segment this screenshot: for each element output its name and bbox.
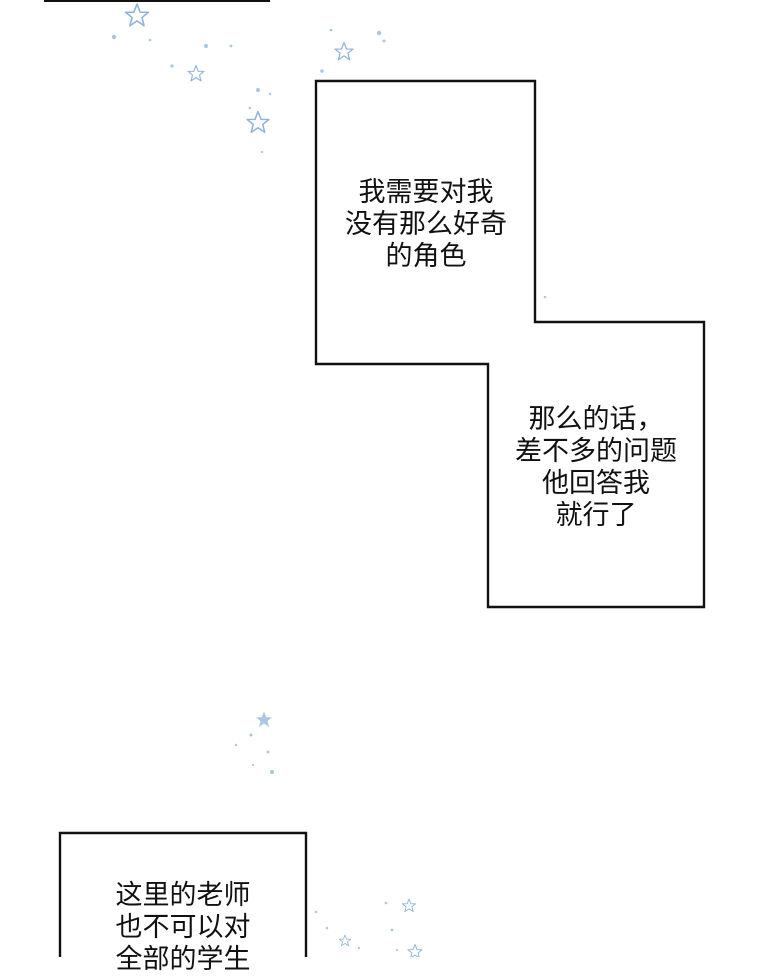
speech-bubble-first: 我需要对我 没有那么好奇 的角色: [345, 177, 507, 272]
speech-bubble-third: 这里的老师 也不可以对 全部的学生: [115, 880, 251, 975]
previous-panel-bottom-edge: [44, 0, 270, 2]
speech-bubble-second: 那么的话， 差不多的问题 他回答我 就行了: [515, 404, 677, 531]
